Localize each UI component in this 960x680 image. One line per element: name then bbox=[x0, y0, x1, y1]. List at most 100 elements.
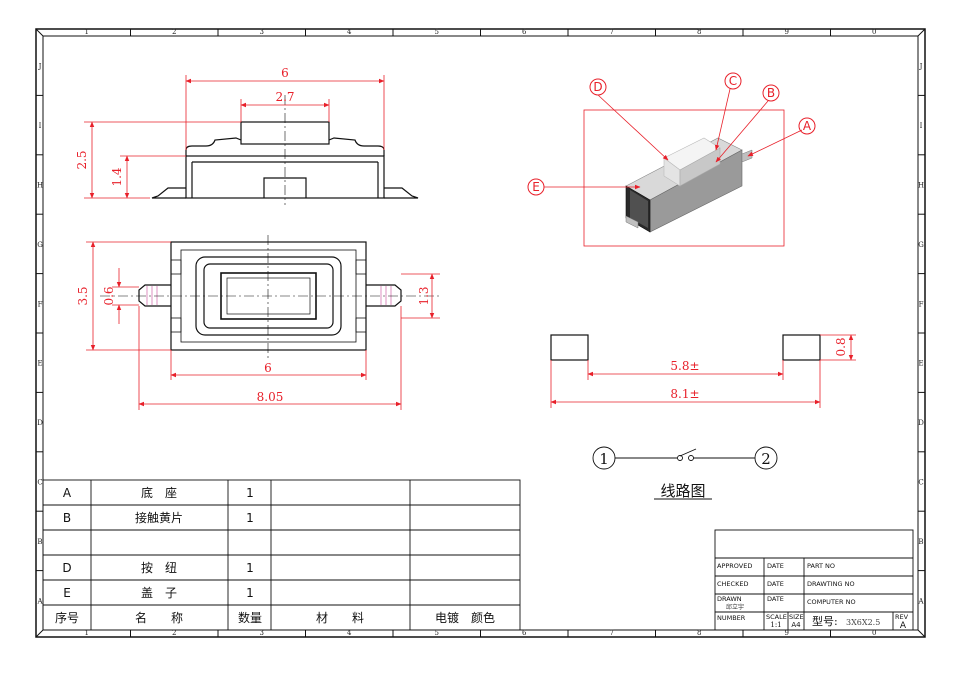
frame-col-label: 0 bbox=[872, 28, 876, 36]
tb-number: NUMBER bbox=[717, 614, 746, 622]
frame-row-label: D bbox=[37, 419, 43, 427]
tb-approved-date: DATE bbox=[767, 562, 784, 570]
frame-col-label: 1 bbox=[85, 28, 89, 36]
dim-height-1-3: 1.3 bbox=[417, 286, 431, 305]
tb-rev: REV bbox=[895, 613, 909, 621]
frame-col-label: 7 bbox=[610, 28, 614, 36]
frame-row-label: I bbox=[920, 122, 923, 130]
dim-height-3-5: 3.5 bbox=[76, 286, 90, 305]
frame-col-label: 9 bbox=[785, 28, 789, 36]
bom-cell-name: 底 座 bbox=[141, 485, 177, 500]
tb-drawn-date: DATE bbox=[767, 595, 784, 603]
bom-cell-qty: 1 bbox=[246, 561, 254, 575]
frame-row-label: C bbox=[37, 479, 42, 487]
frame-col-label: 2 bbox=[172, 28, 176, 36]
frame-col-label: 5 bbox=[435, 28, 439, 36]
frame-col-label: 3 bbox=[260, 629, 264, 637]
callout-b: B bbox=[767, 86, 775, 100]
switch-illustration bbox=[625, 137, 753, 233]
dim-height-0-6: 0.6 bbox=[102, 286, 116, 305]
dim-pad-8-1: 8.1± bbox=[670, 387, 699, 401]
dim-pad-0-8: 0.8 bbox=[834, 337, 848, 356]
tb-part-no: PART NO bbox=[807, 562, 835, 570]
frame-col-label: 6 bbox=[522, 28, 527, 36]
tb-checked: CHECKED bbox=[717, 580, 748, 588]
circuit-pin-1: 1 bbox=[599, 450, 609, 468]
tb-model-label: 型号: bbox=[812, 614, 838, 628]
tb-approved: APPROVED bbox=[717, 562, 752, 570]
frame-row-label: B bbox=[37, 538, 42, 546]
bom-header-qty: 数量 bbox=[238, 610, 262, 625]
bom-cell-name: 按 纽 bbox=[141, 561, 177, 575]
tb-model-value: 3X6X2.5 bbox=[846, 618, 880, 627]
frame-row-label: E bbox=[918, 360, 923, 368]
dim-width-8-05: 8.05 bbox=[257, 390, 284, 404]
pad-layout-view: 0.8 5.8± 8.1± bbox=[550, 334, 856, 408]
bom-cell-name: 接触黄片 bbox=[135, 510, 183, 525]
bom-cell-id: D bbox=[62, 561, 71, 575]
dim-height-1-4: 1.4 bbox=[110, 167, 124, 186]
frame-row-label: F bbox=[919, 300, 924, 308]
frame-col-label: 5 bbox=[435, 629, 439, 637]
bom-cell-qty: 1 bbox=[246, 586, 254, 600]
frame-ticks bbox=[36, 29, 925, 637]
frame-col-label: 9 bbox=[785, 629, 789, 637]
isometric-view: D C B A E bbox=[527, 72, 816, 247]
tb-size: SIZE bbox=[789, 613, 804, 621]
tb-scale: SCALE bbox=[766, 613, 787, 621]
circuit-diagram: 1 2 线路图 bbox=[592, 446, 778, 500]
frame-row-label: H bbox=[918, 182, 924, 190]
bom-header-name: 名 称 bbox=[135, 610, 183, 625]
bom-cell-name: 盖 子 bbox=[141, 586, 177, 600]
tb-size-value: A4 bbox=[791, 621, 801, 629]
dim-width-6: 6 bbox=[281, 66, 289, 80]
callout-c: C bbox=[729, 74, 737, 88]
dim-pad-5-8: 5.8± bbox=[670, 359, 699, 373]
title-block: APPROVED DATE PART NO CHECKED DATE DRAWT… bbox=[714, 529, 914, 631]
frame-row-label: G bbox=[37, 241, 43, 249]
callout-e: E bbox=[532, 180, 540, 194]
tb-drawing-no: DRAWTING NO bbox=[807, 580, 855, 588]
dim-width-6-top: 6 bbox=[264, 361, 272, 375]
frame-row-label: C bbox=[918, 479, 923, 487]
tb-computer-no: COMPUTER NO bbox=[807, 598, 856, 606]
tb-scale-value: 1:1 bbox=[770, 621, 781, 629]
bom-header-plating: 电镀 颜色 bbox=[435, 610, 495, 625]
dim-width-2-7: 2.7 bbox=[275, 90, 294, 104]
frame-col-label: 7 bbox=[610, 629, 614, 637]
circuit-pin-2: 2 bbox=[761, 450, 771, 468]
tb-drawn-by: 邱立宇 bbox=[726, 603, 744, 611]
frame-col-label: 1 bbox=[85, 629, 89, 637]
drawing-frame bbox=[35, 28, 926, 638]
frame-col-label: 4 bbox=[347, 28, 352, 36]
bom-cell-id: A bbox=[63, 486, 72, 500]
frame-col-label: 0 bbox=[872, 629, 876, 637]
frame-row-label: H bbox=[37, 182, 43, 190]
frame-row-label: I bbox=[39, 122, 42, 130]
bom-cell-qty: 1 bbox=[246, 486, 254, 500]
frame-row-label: J bbox=[919, 63, 923, 71]
callout-a: A bbox=[803, 119, 812, 133]
frame-row-label: F bbox=[38, 300, 43, 308]
tb-rev-value: A bbox=[900, 621, 907, 631]
bom-cell-id: E bbox=[63, 586, 71, 600]
frame-row-label: G bbox=[918, 241, 924, 249]
frame-col-label: 4 bbox=[347, 629, 352, 637]
frame-col-label: 8 bbox=[697, 28, 701, 36]
frame-row-label: A bbox=[917, 597, 924, 605]
bom-cell-qty: 1 bbox=[246, 511, 254, 525]
bom-header-material: 材 料 bbox=[316, 611, 364, 625]
dim-height-2-5: 2.5 bbox=[75, 150, 89, 169]
frame-col-label: 6 bbox=[522, 629, 527, 637]
frame-row-label: B bbox=[918, 538, 923, 546]
frame-col-label: 3 bbox=[260, 28, 264, 36]
top-view: 3.5 0.6 1.3 6 8.05 bbox=[76, 235, 440, 410]
frame-row-label: E bbox=[37, 360, 42, 368]
tb-drawn: DRAWN bbox=[717, 595, 742, 603]
frame-col-label: 2 bbox=[172, 629, 176, 637]
frame-row-label: A bbox=[36, 597, 43, 605]
